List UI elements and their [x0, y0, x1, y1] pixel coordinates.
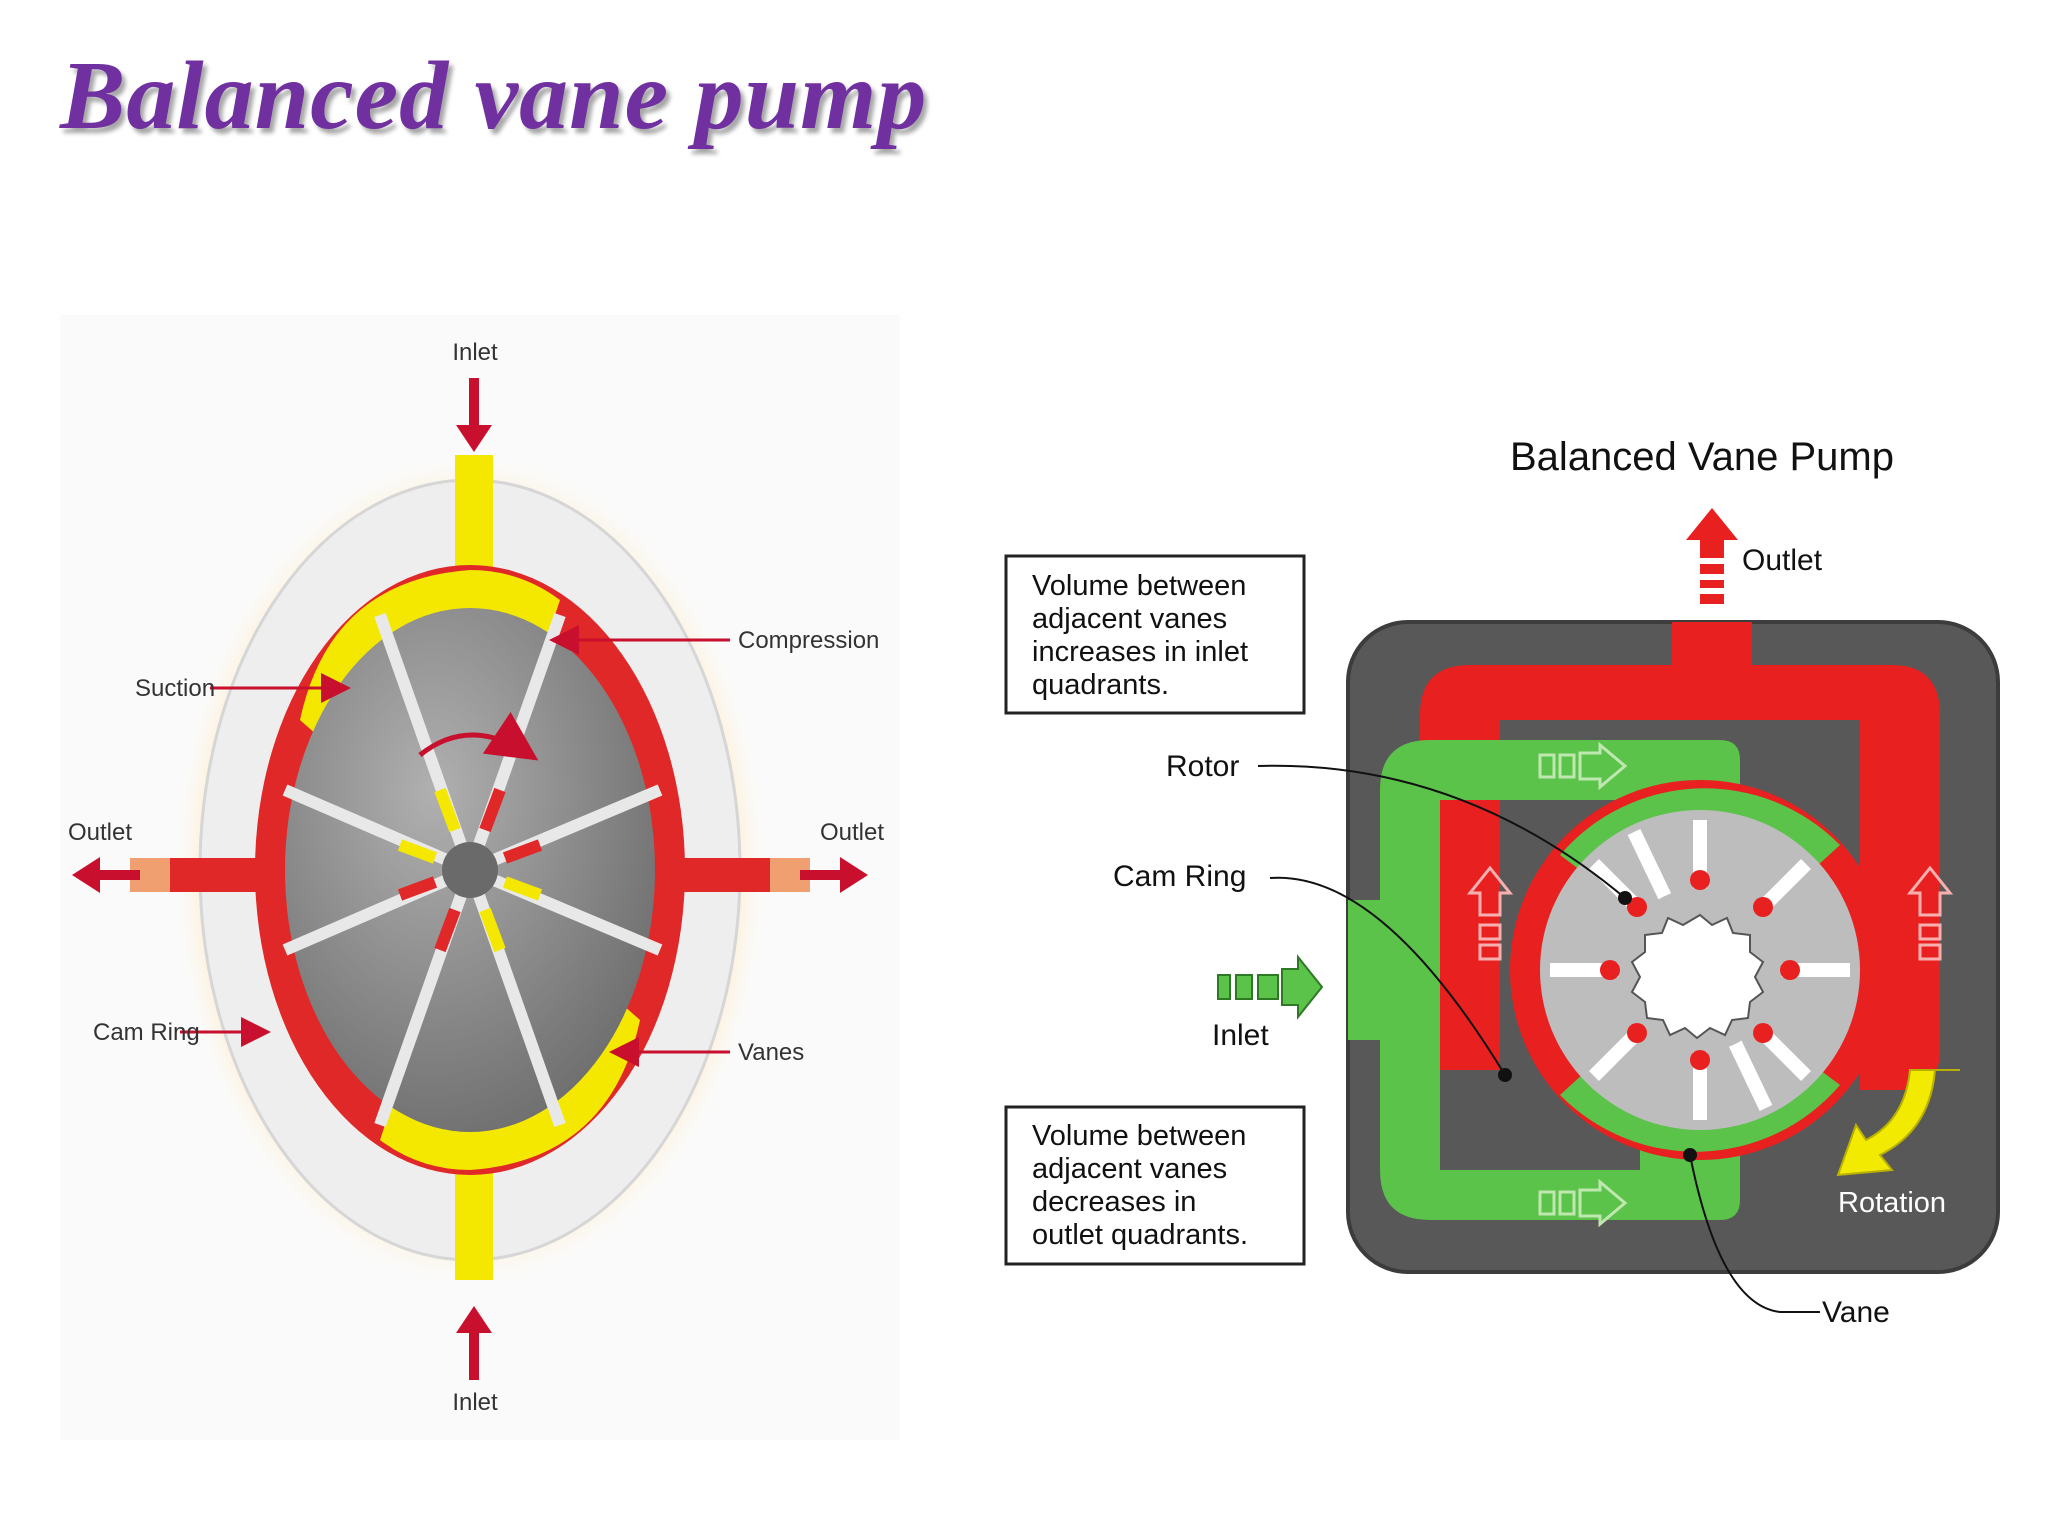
label-cam-ring: Cam Ring: [93, 1019, 200, 1046]
inlet-arrow-top: [456, 378, 492, 452]
leader-cam-ring-right: [1269, 876, 1512, 1082]
inlet-arrow-bottom: [456, 1306, 492, 1380]
flow-arrow-icon-right-up: [1906, 865, 1954, 961]
inlet-arrow-icon: [1217, 954, 1324, 1020]
label-vanes: Vanes: [738, 1039, 804, 1066]
rotation-arrow-left: [418, 712, 539, 761]
shaft: [442, 842, 498, 898]
label-inlet: Inlet: [1212, 1019, 1269, 1052]
outlet-arrow-left: [72, 857, 140, 893]
label-inlet-bottom: Inlet: [452, 1389, 498, 1416]
label-outlet-left: Outlet: [68, 819, 132, 846]
label-outlet: Outlet: [1742, 544, 1823, 577]
label-inlet-top: Inlet: [452, 339, 498, 366]
svg-text:decreases in: decreases in: [1032, 1186, 1196, 1218]
svg-text:increases in inlet: increases in inlet: [1032, 636, 1248, 668]
label-suction: Suction: [135, 675, 215, 702]
note-box-top: Volume between adjacent vanes increases …: [1004, 554, 1306, 715]
label-outlet-right: Outlet: [820, 819, 884, 846]
label-vane: Vane: [1822, 1296, 1890, 1329]
slide-title: Balanced vane pump: [60, 42, 928, 150]
right-diagram-title: Balanced Vane Pump: [1510, 435, 1894, 479]
svg-text:adjacent vanes: adjacent vanes: [1032, 1153, 1227, 1185]
flow-arrow-icon-bottom: [1538, 1178, 1628, 1228]
outlet-arrow-icon: [1686, 508, 1738, 604]
flow-arrow-icon-left-up: [1466, 865, 1514, 961]
flow-arrow-icon-top: [1538, 741, 1628, 791]
svg-text:adjacent vanes: adjacent vanes: [1032, 603, 1227, 635]
svg-text:Volume between: Volume between: [1032, 570, 1246, 602]
label-compression: Compression: [738, 627, 879, 654]
pressure-passage: [1420, 622, 1940, 1090]
label-rotor: Rotor: [1166, 750, 1239, 783]
svg-text:outlet quadrants.: outlet quadrants.: [1032, 1219, 1248, 1251]
svg-text:quadrants.: quadrants.: [1032, 669, 1169, 701]
vanes-right: [1550, 820, 1850, 1120]
note-box-bottom: Volume between adjacent vanes decreases …: [1004, 1105, 1306, 1266]
label-cam-ring-right: Cam Ring: [1113, 860, 1246, 893]
svg-text:Volume between: Volume between: [1032, 1120, 1246, 1152]
leader-rotor: [1257, 764, 1632, 905]
rotation-arrow-icon: [1836, 1069, 1960, 1177]
outlet-arrow-right: [800, 857, 868, 893]
leader-vane: [1683, 1148, 1820, 1313]
label-rotation: Rotation: [1838, 1187, 1946, 1219]
